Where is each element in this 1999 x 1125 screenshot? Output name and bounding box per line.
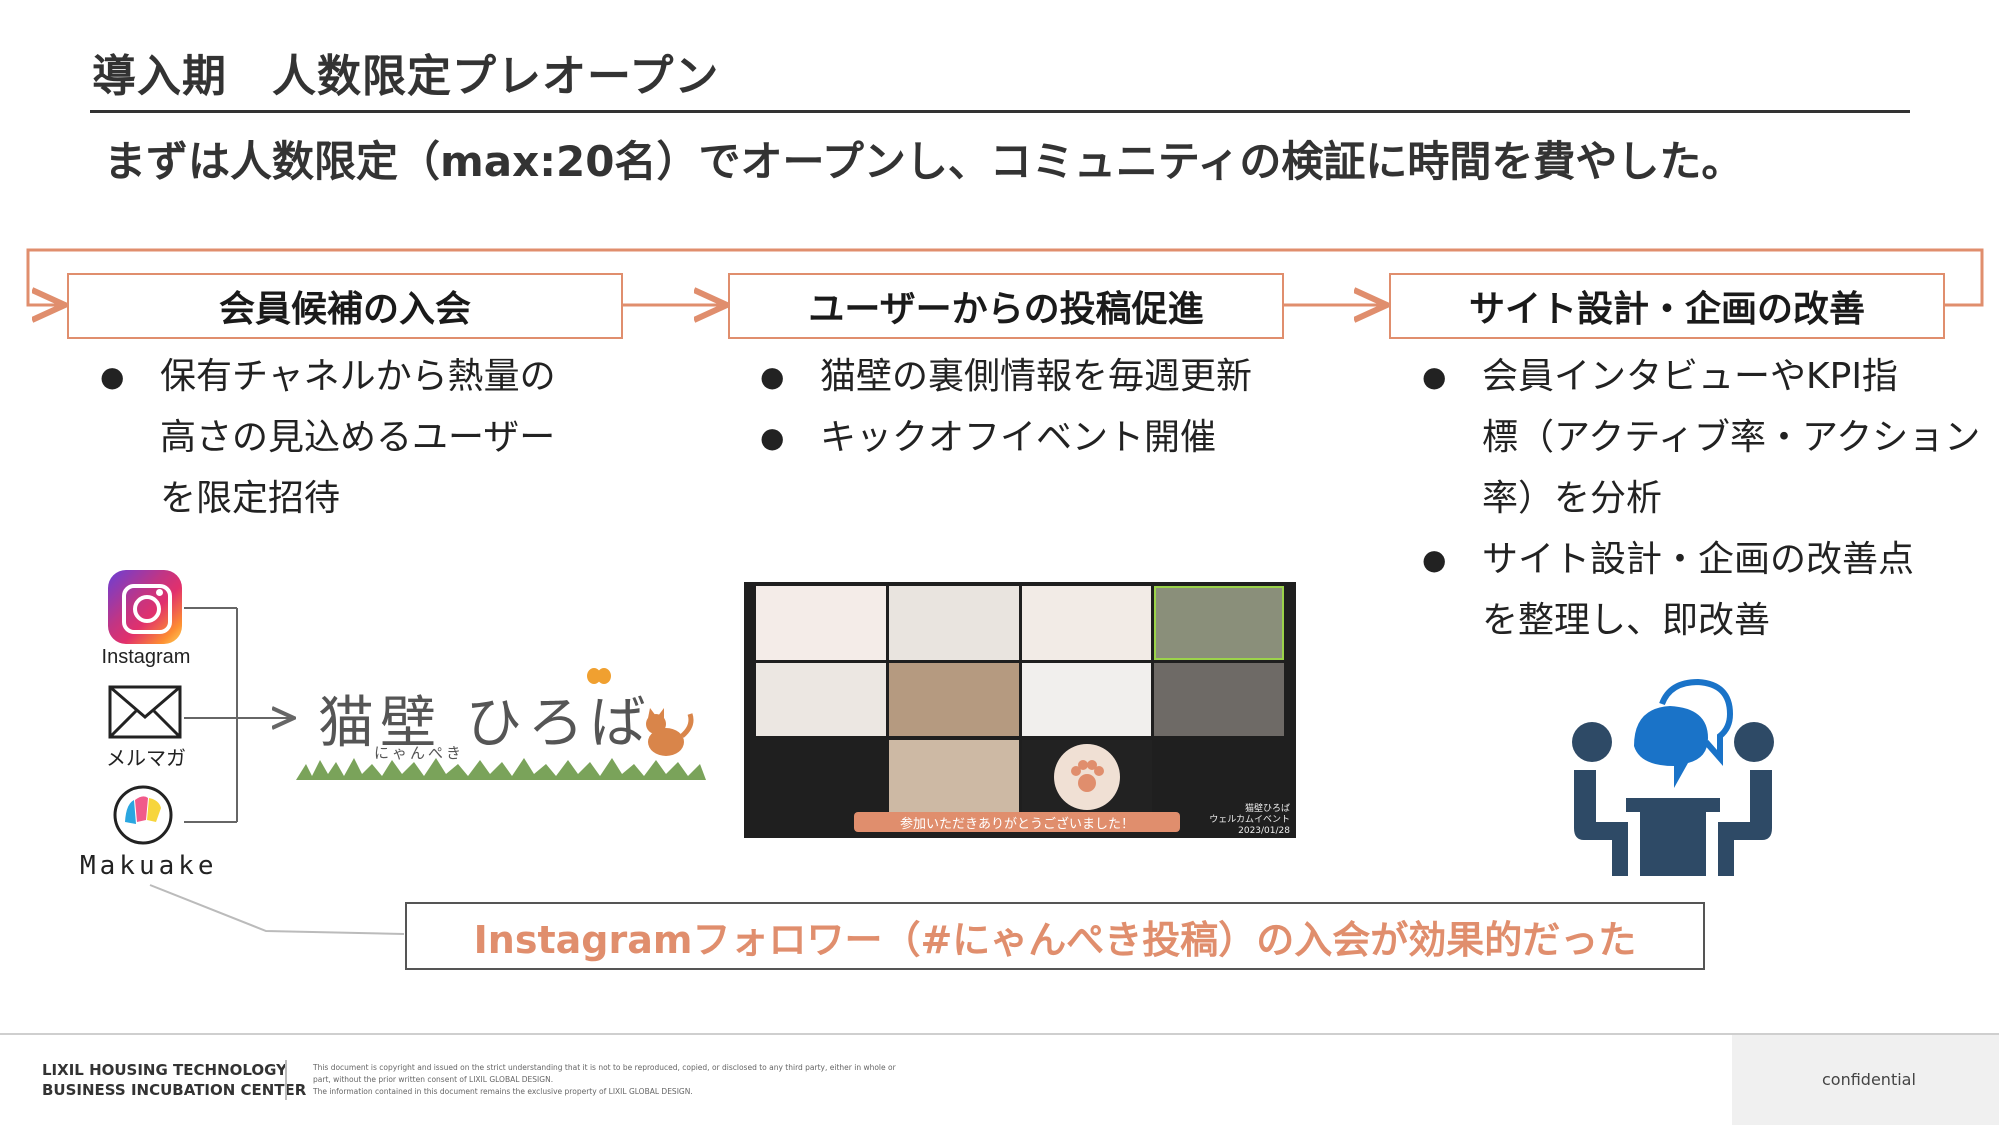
video-tile [1021, 662, 1152, 736]
bullet-dot: ● [1422, 543, 1447, 576]
footer-divider [0, 1033, 1999, 1035]
instagram-label: Instagram [101, 646, 191, 668]
bullet-dot: ● [760, 360, 785, 393]
video-tile [889, 740, 1019, 814]
nekokabe-logo: 猫壁 ひろば にゃんぺき [296, 660, 706, 780]
bullet-dot: ● [1422, 360, 1447, 393]
event-caption: 猫壁ひろば ウェルカムイベント 2023/01/28 [1209, 804, 1290, 836]
video-tile [1021, 586, 1152, 660]
thanks-banner: 参加いただきありがとうございました！ [854, 812, 1180, 832]
col2-bullet-1: ● 猫壁の裏側情報を毎週更新 [760, 346, 1320, 407]
makuake-icon [113, 785, 173, 845]
butterfly-icon [587, 668, 611, 684]
title-divider [90, 110, 1910, 113]
video-tile [1154, 662, 1284, 736]
channel-bracket [149, 607, 405, 935]
video-tile [756, 662, 886, 736]
footer-notice: This document is copyright and issued on… [313, 1063, 896, 1096]
flow-connectors [26, 248, 1984, 400]
page-title: 導入期 人数限定プレオープン [92, 51, 720, 102]
col1-bullet: ● 保有チャネルから熱量の 高さの見込めるユーザー を限定招待 [100, 346, 620, 536]
col3-bullet-2: ● サイト設計・企画の改善点 を整理し、即改善 [1422, 529, 1982, 651]
footer-org: LIXIL HOUSING TECHNOLOGY BUSINESS INCUBA… [42, 1061, 307, 1099]
makuake-label: Makuake [80, 851, 218, 881]
mailmag-label: メルマガ [106, 746, 186, 770]
video-tile [888, 662, 1019, 736]
mail-icon [108, 685, 182, 739]
discussion-icon [1572, 678, 1774, 876]
col2-bullet-2: ● キックオフイベント開催 [760, 407, 1320, 468]
video-tile [888, 586, 1019, 660]
step-member-entry: 会員候補の入会 [67, 273, 623, 339]
video-tile [1154, 586, 1284, 660]
loop-arrow [26, 248, 1984, 305]
step-post-promotion: ユーザーからの投稿促進 [728, 273, 1284, 339]
footer-separator [285, 1060, 287, 1100]
cat-illustration [646, 708, 694, 756]
paw-icon [1054, 744, 1120, 810]
bullet-dot: ● [760, 421, 785, 454]
confidential-panel [1732, 1035, 1999, 1125]
zoom-event-screenshot: 参加いただきありがとうございました！ 猫壁ひろば ウェルカムイベント 2023/… [744, 582, 1296, 838]
step-site-improvement: サイト設計・企画の改善 [1389, 273, 1945, 339]
instagram-icon [108, 570, 182, 644]
bullet-dot: ● [100, 360, 125, 393]
result-callout: Instagramフォロワー（#にゃんぺき投稿）の入会が効果的だった [405, 902, 1705, 970]
page-subtitle: まずは人数限定（max:20名）でオープンし、コミュニティの検証に時間を費やした… [104, 137, 1744, 186]
col3-bullet-1: ● 会員インタビューやKPI指 標（アクティブ率・アクション 率）を分析 [1422, 346, 1982, 529]
confidential-label: confidential [1822, 1070, 1916, 1089]
video-tile [756, 586, 886, 660]
video-tile [1022, 740, 1152, 814]
